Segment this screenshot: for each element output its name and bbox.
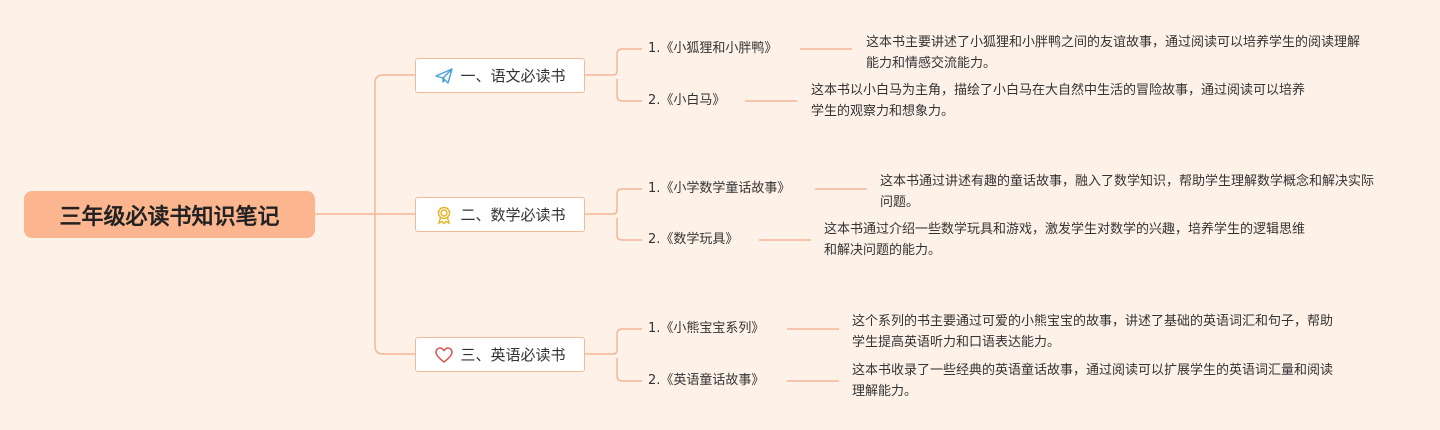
book-desc-1-2: 这本书以小白马为主角，描绘了小白马在大自然中生活的冒险故事，通过阅读可以培养学生…	[811, 83, 1306, 119]
branch-label: 一、语文必读书	[460, 67, 566, 85]
branch-label: 三、英语必读书	[460, 346, 566, 364]
book-connector-3-2	[616, 358, 642, 382]
book-connector-2-1	[585, 188, 642, 215]
book-desc-2-2: 这本书通过介绍一些数学玩具和游戏，激发学生对数学的兴趣，培养学生的逻辑思维和解决…	[824, 222, 1306, 258]
paper-plane-icon	[434, 66, 454, 86]
book-title-2-2[interactable]: 2.《数学玩具》	[648, 232, 739, 247]
book-title-1-1[interactable]: 1.《小狐狸和小胖鸭》	[648, 41, 778, 56]
book-desc-2-1: 这本书通过讲述有趣的童话故事，融入了数学知识，帮助学生理解数学概念和解决实际问题…	[880, 174, 1375, 210]
book-title-3-1[interactable]: 1.《小熊宝宝系列》	[648, 321, 765, 336]
heart-icon	[434, 345, 454, 365]
book-title-2-1[interactable]: 1.《小学数学童话故事》	[648, 181, 791, 196]
book-title-1-2[interactable]: 2.《小白马》	[648, 93, 726, 108]
branch-chinese[interactable]: 一、语文必读书	[415, 58, 585, 93]
book-title-3-2[interactable]: 2.《英语童话故事》	[648, 373, 765, 388]
award-medal-icon	[434, 205, 454, 225]
book-desc-3-1: 这个系列的书主要通过可爱的小熊宝宝的故事，讲述了基础的英语词汇和句子，帮助学生提…	[852, 314, 1334, 350]
book-connector-2-2	[616, 218, 642, 241]
book-desc-3-2: 这本书收录了一些经典的英语童话故事，通过阅读可以扩展学生的英语词汇量和阅读理解能…	[852, 363, 1334, 399]
book-desc-1-1: 这本书主要讲述了小狐狸和小胖鸭之间的友谊故事，通过阅读可以培养学生的阅读理解能力…	[866, 35, 1361, 71]
branch-math[interactable]: 二、数学必读书	[415, 197, 585, 232]
branch-connector-1	[374, 74, 415, 84]
book-connector-1-2	[616, 79, 642, 102]
branch-label: 二、数学必读书	[460, 206, 566, 224]
root-title: 三年级必读书知识笔记	[59, 204, 280, 230]
book-connector-3-1	[585, 328, 642, 355]
spine-line	[374, 83, 415, 355]
book-connector-1-1	[585, 48, 642, 76]
root-topic[interactable]: 三年级必读书知识笔记	[24, 191, 315, 238]
branch-english[interactable]: 三、英语必读书	[415, 337, 585, 372]
